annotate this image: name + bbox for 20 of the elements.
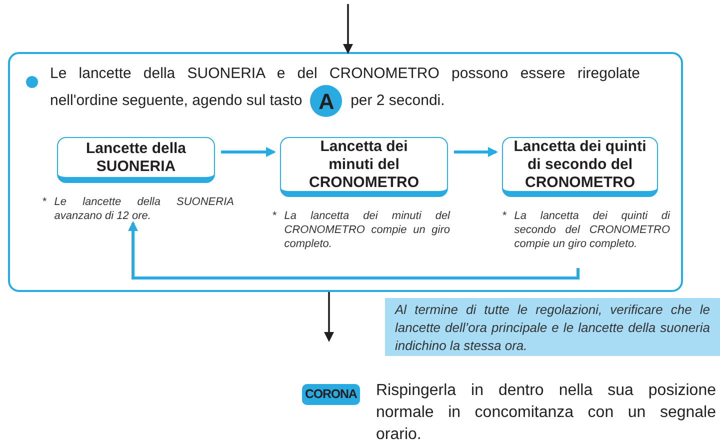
- footnote-text: La lancetta dei minuti del CRONOMETRO compie un giro completo.: [284, 209, 450, 251]
- arrow: [128, 221, 580, 280]
- key-badge: A: [310, 85, 342, 117]
- process-box: Lancette della SUONERIA: [57, 137, 215, 183]
- note-box: Al termine di tutte le regolazioni, verificare che le lancette dell’ora principale e le lancette della suoneria indichino la stessa ora.: [385, 298, 720, 356]
- footnote-text: La lancetta dei quinti di secondo del CRONOMETRO compie un giro completo.: [514, 209, 670, 251]
- arrow: [343, 4, 353, 54]
- process-box: Lancetta dei quinti di secondo del CRONOMETRO: [502, 137, 658, 197]
- description-text: Rispingerla in dentro nella sua posizione normale in concomitanza con un segnale orario.: [376, 381, 716, 442]
- arrow: [221, 147, 276, 157]
- footnote-marker: *: [272, 209, 276, 224]
- instruction-text: Le lancette della SUONERIA e del CRONOMETRO possono essere riregolate nell'ordine seguente, agendo sul tasto A per 2 secondi.: [50, 62, 640, 117]
- footnote-marker: *: [502, 209, 506, 224]
- label-badge: CORONA: [302, 384, 360, 405]
- rounded-panel: [8, 52, 683, 292]
- arrow: [454, 147, 498, 157]
- footnote-marker: *: [42, 195, 46, 210]
- arrow: [324, 292, 334, 342]
- process-box: Lancetta dei minuti del CRONOMETRO: [280, 137, 448, 197]
- footnote-text: Le lancette della SUONERIA avanzano di 12 ore.: [54, 195, 234, 223]
